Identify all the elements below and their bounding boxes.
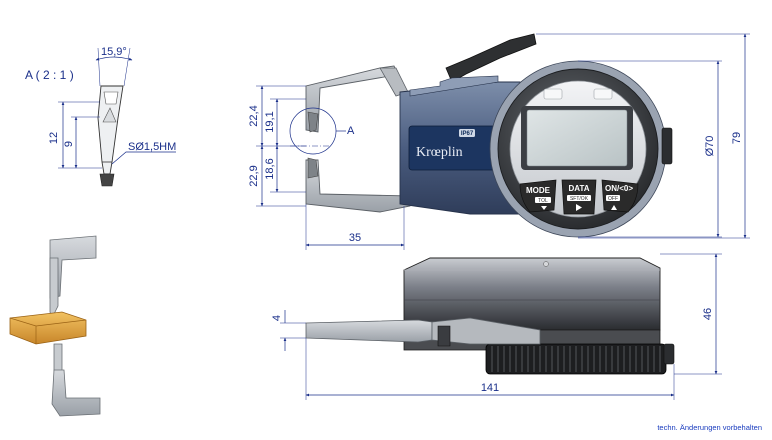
bottom-view-knob	[663, 343, 675, 365]
right-extension-lines	[536, 33, 750, 239]
dim-35: 35	[349, 232, 361, 244]
dim-4-extension-lines	[280, 322, 306, 339]
height12-extension-lines	[58, 101, 102, 169]
dim-22-9: 22,9	[248, 165, 260, 186]
probe-tip-facet	[103, 91, 119, 105]
status-window-left	[543, 88, 563, 100]
height9-value: 9	[63, 141, 75, 147]
housing-top-edge	[409, 75, 499, 97]
angle-extension-lines	[97, 47, 131, 87]
dim-141: 141	[481, 382, 499, 394]
lower-jaw-arm	[305, 159, 411, 213]
data-button[interactable]: DATA SFT/OK	[561, 179, 597, 215]
detail-a-ref: A	[347, 125, 355, 137]
bottom-view-lever-pin	[437, 325, 451, 347]
data-button-sub: SFT/OK	[570, 196, 589, 202]
workpiece-edges	[9, 317, 87, 344]
arrow-up-icon	[611, 205, 617, 210]
status-window-right	[593, 88, 613, 100]
dim-35-extension-lines	[305, 204, 405, 250]
lower-probe	[53, 343, 63, 375]
mode-button-sub: TOL	[538, 198, 548, 204]
tip-spec-leader	[111, 151, 176, 165]
ip-rating-label: IP67	[461, 131, 474, 137]
upper-probe	[49, 257, 59, 320]
left-extension-lines	[256, 85, 306, 207]
brand-name: Krœplin	[416, 145, 463, 160]
dim-79: 79	[731, 132, 743, 144]
arrow-right-icon	[576, 204, 582, 211]
on-off-button-sub: OFF	[608, 196, 618, 202]
lower-jaw-tip	[307, 157, 319, 179]
usage-illustration	[9, 235, 101, 417]
side-knob[interactable]	[661, 127, 673, 165]
mode-button[interactable]: MODE TOL	[519, 179, 557, 213]
workpiece	[9, 311, 87, 345]
lcd-display	[526, 109, 628, 167]
bottom-view: 4 46 141	[271, 253, 722, 400]
ip-rating-badge	[459, 129, 475, 137]
dim-19-1: 19,1	[264, 111, 276, 132]
mode-button-label: MODE	[526, 186, 551, 195]
dim-46: 46	[702, 308, 714, 320]
lower-arm	[51, 369, 101, 417]
arrow-down-icon	[541, 206, 547, 210]
dim-22-4: 22,4	[248, 105, 260, 126]
height12-value: 12	[48, 132, 60, 144]
dim-dia-70: Ø70	[704, 136, 716, 157]
probe-ball	[99, 173, 115, 187]
data-button-label: DATA	[568, 184, 589, 193]
angle-dimension-arc	[95, 56, 133, 61]
dim-4: 4	[271, 315, 283, 321]
dim-18-6: 18,6	[264, 158, 276, 179]
bottom-view-arm	[305, 319, 433, 343]
front-view: IP67 Krœplin MODE TOL DATA SFT/OK ON/<0>	[248, 33, 750, 250]
dim-46-extension-lines	[660, 253, 722, 375]
bottom-view-body	[403, 257, 661, 331]
release-lever[interactable]	[445, 33, 537, 83]
probe-tip-chamfer	[102, 107, 117, 123]
bottom-view-screw	[543, 261, 549, 267]
knurl-ridges	[491, 346, 661, 372]
on-off-button-label: ON/<0>	[605, 184, 633, 193]
bottom-view-arm-hinge	[431, 317, 541, 345]
upper-jaw-arm	[305, 65, 397, 133]
footnote: techn. Änderungen vorbehalten	[657, 423, 762, 432]
detail-view-a: A ( 2 : 1 ) 15,9° 12 9 SØ1,5HM	[25, 46, 176, 187]
upper-jaw-tip	[307, 111, 319, 133]
angle-value: 15,9°	[101, 46, 127, 58]
on-off-button[interactable]: ON/<0> OFF	[601, 179, 639, 213]
tip-spec-value: SØ1,5HM	[128, 141, 176, 153]
detail-label: A ( 2 : 1 )	[25, 68, 74, 82]
